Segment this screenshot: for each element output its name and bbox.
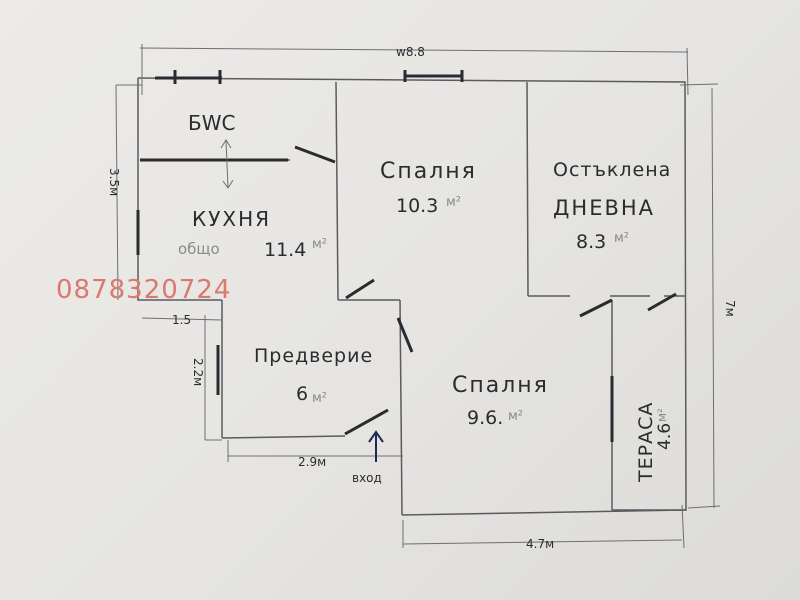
bedroom1-area: 10.3 <box>396 195 438 217</box>
bedroom1-unit: м² <box>446 195 461 210</box>
terrace-unit: м² <box>655 408 669 422</box>
hall-label: Предверие <box>254 345 373 367</box>
entrance-label: вход <box>352 471 382 485</box>
hall-width-label: 2.9м <box>298 455 326 469</box>
bwc-label: БWC <box>188 111 235 135</box>
bedroom-width-label: 4.7м <box>526 537 554 551</box>
bedroom2-area: 9.6. <box>467 407 503 429</box>
overall-depth-label: 7м <box>723 300 737 317</box>
terrace-label-group: ТЕРАСА <box>635 402 657 483</box>
terrace-area: 4.6 <box>655 423 675 450</box>
living-label-2: ДНЕВНА <box>553 196 655 220</box>
overall-width-label: w8.8 <box>396 45 425 59</box>
kitchen-label: КУХНЯ <box>192 207 271 231</box>
terrace-area-group: 4.6 м² <box>655 408 675 450</box>
kitchen-note: общо <box>178 240 220 258</box>
kitchen-unit: м² <box>312 237 327 252</box>
living-unit: м² <box>614 231 629 246</box>
hall-dim-group: 2.2м <box>191 358 205 386</box>
terrace-label: ТЕРАСА <box>635 402 657 483</box>
left-top-dim-label: 3.5м <box>107 168 121 196</box>
living-label-1: Остъклена <box>553 159 671 181</box>
living-area: 8.3 <box>576 231 606 253</box>
hall-area: 6 <box>296 383 308 405</box>
openings <box>136 70 677 442</box>
phone-watermark: 0878320724 <box>56 275 231 305</box>
hall-unit: м² <box>312 391 327 406</box>
bedroom1-label: Спалня <box>380 159 477 184</box>
bedroom2-unit: м² <box>508 409 523 424</box>
left-top-dim-group: 3.5м <box>107 168 121 196</box>
bedroom2-label: Спалня <box>452 373 549 398</box>
dimension-lines <box>115 44 721 549</box>
overall-depth-group: 7м <box>723 300 737 317</box>
entrance-arrow-icon <box>368 430 384 462</box>
left-mid-dim-label: 1.5 <box>172 313 191 327</box>
arrow-icon <box>220 139 234 189</box>
hall-dim-label: 2.2м <box>191 358 205 386</box>
kitchen-area: 11.4 <box>264 239 306 261</box>
